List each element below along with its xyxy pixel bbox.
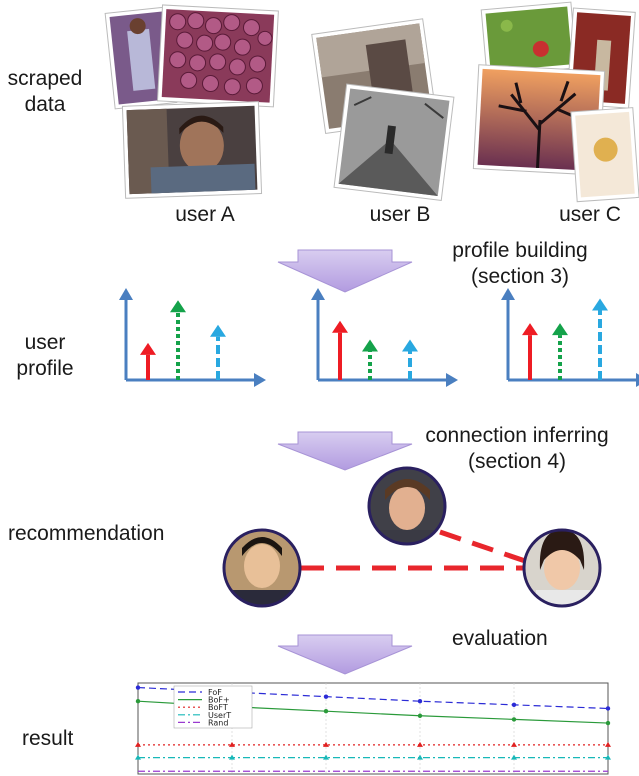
photo-c-flowers [570,107,639,203]
series-point [135,699,141,704]
user-b-photos [311,18,455,201]
label-result: result [22,727,74,750]
profile-bar-head-red [140,342,156,355]
profile-user-a [119,288,266,387]
label-profile-building: profile building (section 3) [420,238,620,290]
series-point [323,709,329,714]
series-point [323,694,329,699]
legend-label: BoFT [208,703,228,712]
series-point [135,685,141,690]
photo-b-street [333,83,455,201]
label-connection-inferring: connection inferring (section 4) [396,423,638,475]
down-arrow-1 [277,249,413,293]
profile-y-axis-arrowhead [119,288,133,300]
chart-grid [231,683,515,774]
series-point [417,754,423,760]
profile-bar-head-cyan [402,339,418,352]
legend-label: UserT [208,711,231,720]
profile-bar-head-red [522,323,538,336]
profile-x-axis-arrowhead [254,373,266,387]
photo-a-grapes [156,4,279,108]
series-point [605,741,611,747]
legend-label: BoF+ [208,696,230,705]
profile-y-axis-arrowhead [311,288,325,300]
label-evaluation: evaluation [452,627,548,650]
avatar-user-c [522,528,602,608]
user-c-photos [472,1,639,203]
profile-x-axis-arrowhead [636,373,639,387]
user-a-photos [104,4,279,199]
series-point [605,754,611,760]
user-profile-histograms [119,288,639,387]
series-point [511,754,517,760]
series-point [417,699,423,704]
label-connection-inferring-line2: (section 4) [467,450,567,473]
photo-a-boy [121,101,263,199]
label-profile-building-line1: profile building [452,239,588,262]
label-profile-building-line2: (section 3) [470,265,570,288]
profile-bar-head-green [552,323,568,336]
avatar-user-a [222,528,302,608]
label-scraped-data: scraped data [2,66,88,118]
series-point [135,754,141,760]
profile-y-axis-arrowhead [501,288,515,300]
label-connection-inferring-line1: connection inferring [425,424,609,447]
label-recommendation: recommendation [8,522,165,545]
profile-bar-head-red [332,320,348,333]
profile-bar-head-cyan [210,324,226,337]
avatar-user-b [367,466,447,546]
series-point [417,741,423,747]
photo-c-tree-sunset [472,64,606,176]
series-point [229,754,235,760]
label-user-b: user B [369,203,431,226]
profile-bar-head-green [170,300,186,313]
edge-b-c [439,529,529,565]
photo-c-apples [480,1,578,77]
series-point [511,702,517,708]
legend-label: Rand [208,718,228,727]
label-user-profile: user profile [2,330,88,382]
series-point [417,713,423,718]
label-scraped-line2: data [24,93,66,116]
profile-user-b [311,288,458,387]
series-point [511,741,517,747]
recommendation-graph [222,466,602,608]
series-point [229,741,235,747]
label-user-c: user C [559,203,621,226]
label-user-a: user A [175,203,235,226]
label-scraped-line1: scraped [7,67,83,90]
series-point [605,720,611,726]
series-point [135,741,141,747]
profile-bar-head-cyan [592,298,608,311]
series-point [323,741,329,747]
series-point [511,717,517,722]
series-point [605,706,611,711]
label-user-profile-line1: user [24,331,66,354]
profile-bar-head-green [362,339,378,352]
series-point [323,754,329,760]
legend-box [173,685,253,729]
legend-label: FoF [208,688,222,697]
label-user-profile-line2: profile [16,357,74,380]
down-arrow-2 [277,431,413,471]
profile-user-c [501,288,639,387]
profile-x-axis-arrowhead [446,373,458,387]
down-arrow-3 [277,634,413,675]
